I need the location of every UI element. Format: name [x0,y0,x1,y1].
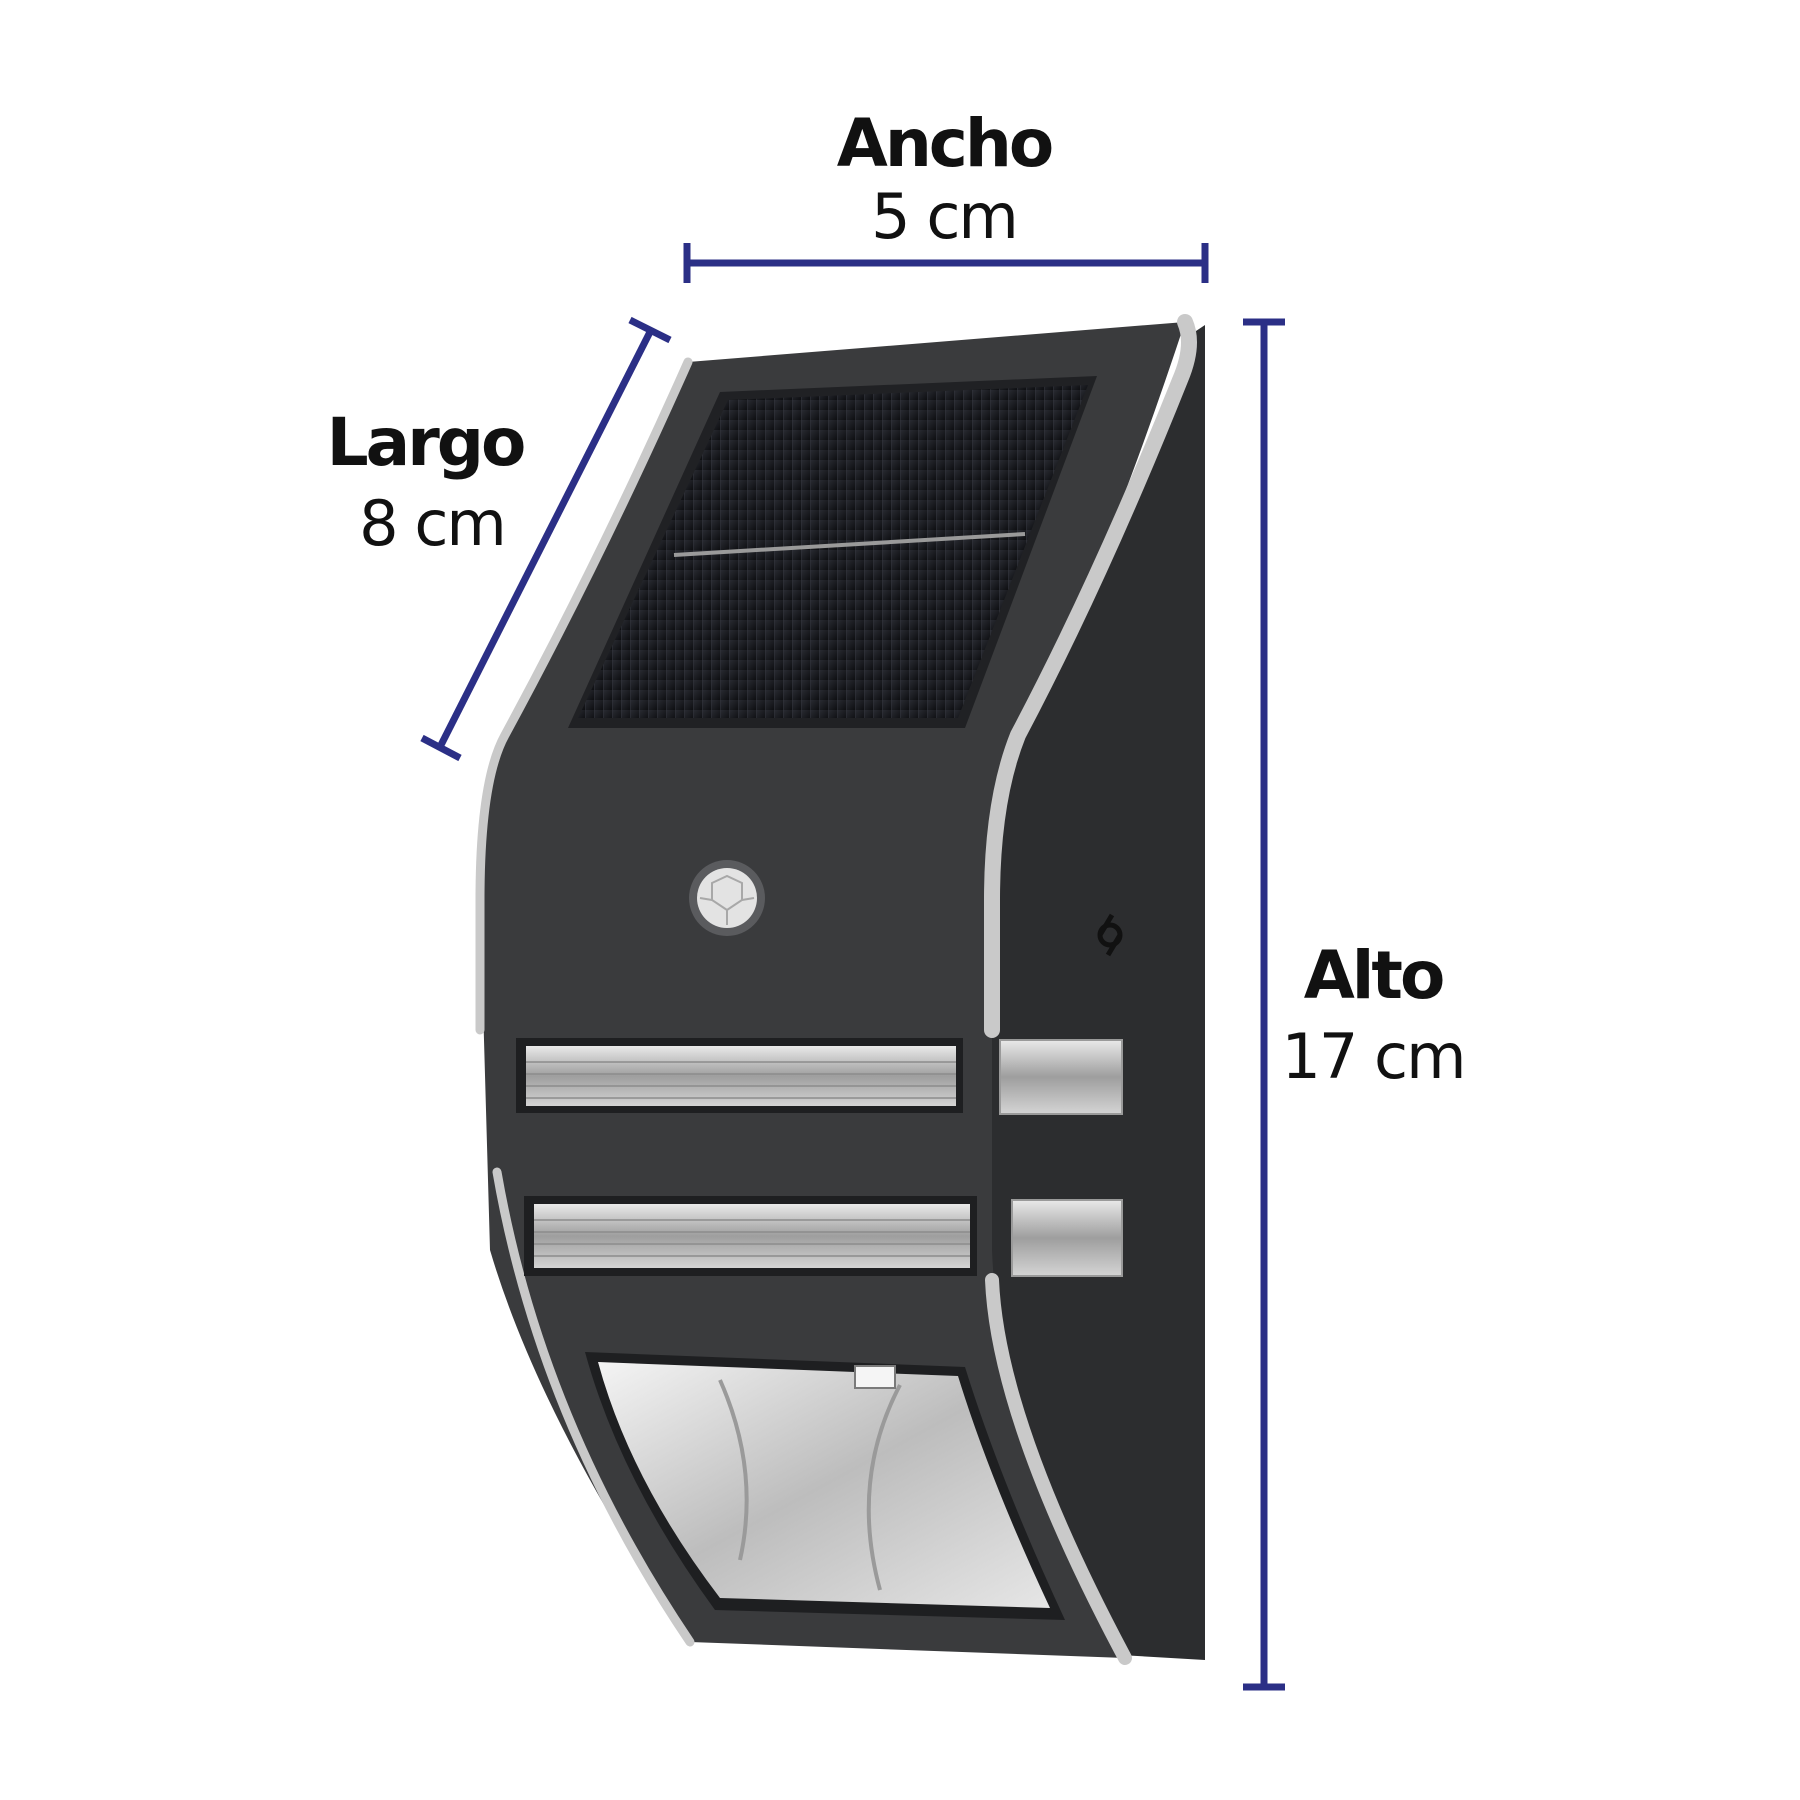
led-lens-icon [585,1352,1065,1620]
height-title: Alto [1304,937,1443,1014]
dimension-width: Ancho 5 cm [683,105,1209,283]
length-dimension-cap-top [628,316,672,344]
housing-side [990,325,1205,1660]
height-value: 17 cm [1281,1020,1464,1093]
length-dimension-line [436,328,655,749]
housing-trim-right [984,314,1197,1038]
solar-wall-light [475,314,1205,1665]
length-value: 8 cm [359,487,505,560]
width-value: 5 cm [871,180,1017,253]
brand-logo-icon [1097,913,1123,957]
lower-light-slot [524,1196,1123,1277]
motion-sensor-icon [689,860,765,936]
housing-trim-left-lower [492,1167,695,1647]
dimension-length: Largo 8 cm [327,316,672,762]
width-title: Ancho [837,105,1052,182]
housing-trim-left [475,357,693,1035]
housing-trim-right-lower [985,1273,1132,1665]
length-dimension-cap-bottom [420,734,462,762]
length-title: Largo [327,404,524,481]
dimension-height: Alto 17 cm [1243,318,1467,1691]
solar-panel-icon [568,376,1097,728]
upper-light-slot [516,1038,1123,1115]
